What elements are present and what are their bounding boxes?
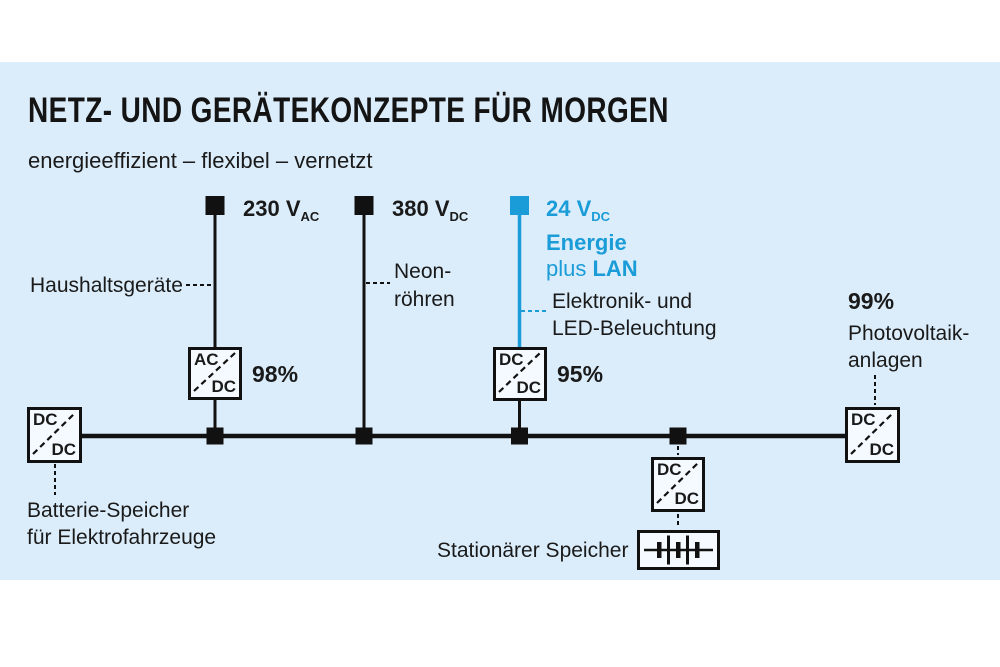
label-24vdc: 24 VDC Energie plus LAN — [546, 196, 638, 282]
bus-node-24vdc — [511, 427, 528, 445]
pv-efficiency: 99% — [848, 288, 895, 314]
converter-dc-dc-photovoltaik-out: DC — [869, 440, 894, 459]
label-batterie-line1: Batterie-Speicher — [27, 499, 190, 522]
label-pv-line2: anlagen — [848, 349, 923, 372]
converter-dc-dc-stationaer-in: DC — [657, 460, 682, 479]
page-title: NETZ- UND GERÄTEKONZEPTE FÜR MORGEN — [28, 91, 669, 130]
converter-dc-dc-stationaer-out: DC — [674, 489, 699, 508]
label-24vdc-line1: 24 VDC — [546, 196, 638, 230]
label-230vac-sub: AC — [300, 209, 320, 224]
dcdc-load-efficiency: 95% — [557, 361, 604, 387]
terminal-380vdc — [354, 196, 374, 215]
converter-ac-dc: AC DC — [188, 347, 242, 400]
background-panel — [0, 62, 1000, 580]
terminal-24vdc — [510, 196, 529, 215]
label-230vac-value: 230 V — [243, 196, 301, 221]
label-380vdc-value: 380 V — [392, 196, 450, 221]
label-24vdc-value: 24 V — [546, 196, 592, 221]
converter-dc-dc-stationaer: DC DC — [651, 457, 705, 512]
converter-dc-dc-photovoltaik: DC DC — [845, 407, 900, 463]
converter-ac-dc-in: AC — [194, 350, 219, 369]
label-neon-line1: Neon- — [394, 260, 452, 283]
bus-node-380vdc — [355, 427, 373, 445]
label-pv-line1: Photovoltaik- — [848, 322, 970, 345]
label-batterie-line2: für Elektrofahrzeuge — [27, 526, 217, 549]
label-380vdc: 380 VDC — [392, 196, 468, 230]
battery-icon — [644, 535, 713, 565]
label-neon-line2: röhren — [394, 288, 455, 311]
converter-dc-dc-load-in: DC — [499, 350, 524, 369]
converter-dc-dc-batterie-out: DC — [51, 440, 76, 459]
converter-dc-dc-photovoltaik-in: DC — [851, 410, 876, 429]
terminal-230vac — [205, 196, 225, 215]
bus-node-230vac — [206, 427, 224, 445]
label-elektronik: Elektronik- und LED-Beleuchtung — [552, 288, 717, 342]
label-elektronik-line2: LED-Beleuchtung — [552, 317, 717, 340]
label-230vac: 230 VAC — [243, 196, 319, 230]
label-batterie-speicher: Batterie-Speicher für Elektrofahrzeuge — [27, 497, 216, 551]
label-elektronik-line1: Elektronik- und — [552, 290, 693, 313]
label-380vdc-sub: DC — [449, 209, 469, 224]
label-24vdc-lan: LAN — [592, 256, 638, 281]
label-24vdc-sub: DC — [591, 209, 611, 224]
acdc-efficiency: 98% — [252, 361, 299, 387]
converter-dc-dc-load: DC DC — [493, 347, 547, 401]
label-24vdc-plus: plus — [546, 256, 587, 281]
battery-box — [637, 530, 720, 570]
label-haushaltsgeraete: Haushaltsgeräte — [30, 274, 183, 297]
label-photovoltaik: 99% Photovoltaik- anlagen — [848, 289, 969, 374]
bus-node-storage — [669, 427, 687, 445]
page-subtitle: energieeffizient – flexibel – vernetzt — [28, 148, 373, 173]
converter-ac-dc-out: DC — [211, 377, 236, 396]
label-stationaerer-speicher: Stationärer Speicher — [437, 539, 629, 562]
converter-dc-dc-batterie: DC DC — [27, 407, 82, 463]
converter-dc-dc-batterie-in: DC — [33, 410, 58, 429]
converter-dc-dc-load-out: DC — [516, 378, 541, 397]
label-neonroehren: Neon- röhren — [394, 258, 455, 314]
label-24vdc-line2: Energie — [546, 230, 627, 255]
label-24vdc-line3: plus LAN — [546, 256, 638, 282]
